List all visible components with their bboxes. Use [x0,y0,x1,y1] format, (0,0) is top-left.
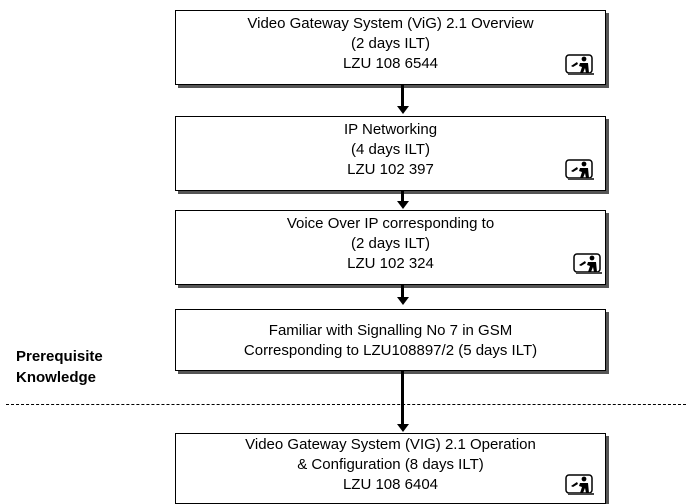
course-duration: (2 days ILT) [351,35,430,52]
course-title: Video Gateway System (VIG) 2.1 Operation [245,436,536,453]
course-box-vig-operation: Video Gateway System (VIG) 2.1 Operation… [175,433,606,504]
arrowhead [397,106,409,114]
course-box-voice-over-ip: Voice Over IP corresponding to (2 days I… [175,210,606,285]
prerequisite-knowledge-label: Prerequisite Knowledge [16,346,103,388]
course-box-ip-networking: IP Networking (4 days ILT) LZU 102 397 [175,116,606,191]
course-code: LZU 102 397 [347,161,434,178]
prerequisite-divider [6,404,686,405]
course-title: Video Gateway System (ViG) 2.1 Overview [247,15,534,32]
course-code: LZU 102 324 [347,255,434,272]
prerequisite-label-line: Prerequisite [16,348,103,365]
course-box-vig-overview: Video Gateway System (ViG) 2.1 Overview … [175,10,606,85]
connector-line [401,285,404,299]
course-code: LZU 108 6544 [342,55,439,72]
prerequisite-label-line: Knowledge [16,369,97,386]
instructor-led-training-icon [565,54,595,76]
connector-line [401,191,404,203]
course-duration: (4 days ILT) [351,141,430,158]
connector-line [401,371,404,426]
course-duration: (2 days ILT) [351,235,430,252]
course-title: IP Networking [343,121,438,138]
connector-line [401,85,404,108]
course-title: & Configuration (8 days ILT) [297,456,484,473]
instructor-led-training-icon [565,474,595,496]
course-code: LZU 108 6404 [342,476,439,493]
instructor-led-training-icon [573,253,603,275]
prerequisite-line: Corresponding to LZU108897/2 (5 days ILT… [243,342,538,359]
course-title: Voice Over IP corresponding to [286,215,495,232]
instructor-led-training-icon [565,159,595,181]
prerequisite-box-signalling: Familiar with Signalling No 7 in GSM Cor… [175,309,606,371]
prerequisite-line: Familiar with Signalling No 7 in GSM [268,322,513,339]
arrowhead [397,297,409,305]
arrowhead [397,201,409,209]
arrowhead [397,424,409,432]
